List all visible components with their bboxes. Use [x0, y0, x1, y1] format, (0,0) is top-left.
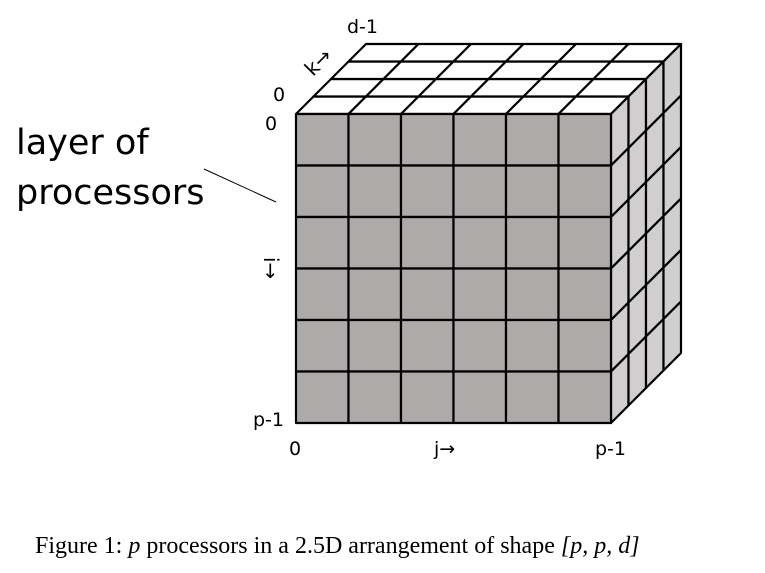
figure-caption: Figure 1: p processors in a 2.5D arrange…: [35, 533, 640, 559]
j-axis-arrow: j→: [433, 438, 455, 460]
processor-cell: [504, 215, 560, 270]
annotation-line-2: processors: [16, 173, 205, 213]
k-axis-arrow: k→: [300, 44, 337, 81]
processor-cell: [294, 164, 350, 219]
annotation-line-1: layer of: [16, 123, 149, 163]
annotation-pointer: [203, 168, 277, 203]
processor-cell: [557, 164, 613, 219]
processor-cell: [399, 370, 455, 425]
processor-cell: [399, 267, 455, 322]
processor-cell: [347, 215, 403, 270]
processor-cell: [504, 267, 560, 322]
processor-cell: [294, 112, 350, 167]
k-axis-end-label: d-1: [347, 16, 378, 38]
i-axis-end-label: p-1: [253, 409, 284, 431]
processor-cell: [557, 318, 613, 373]
processor-cell: [452, 267, 508, 322]
processor-cell: [347, 164, 403, 219]
processor-cell: [504, 164, 560, 219]
caption-middle: processors in a 2.5D arrangement of shap…: [140, 533, 561, 559]
processor-cell: [504, 112, 560, 167]
processor-cell: [347, 370, 403, 425]
processor-cell: [504, 370, 560, 425]
processor-cell: [557, 215, 613, 270]
side-layer-cell: [662, 300, 683, 372]
processor-cell: [347, 112, 403, 167]
processor-cell: [347, 267, 403, 322]
processor-cell: [399, 164, 455, 219]
processor-cell: [452, 112, 508, 167]
processor-cell: [557, 267, 613, 322]
processor-cell: [557, 370, 613, 425]
j-axis-zero-label: 0: [289, 438, 301, 460]
processor-cell: [452, 370, 508, 425]
processor-cell: [399, 112, 455, 167]
processor-cell: [294, 267, 350, 322]
processor-cell: [399, 215, 455, 270]
processor-cell: [347, 318, 403, 373]
j-axis-end-label: p-1: [595, 438, 626, 460]
processor-cube: [294, 42, 683, 425]
processor-cell: [504, 318, 560, 373]
caption-p: p: [126, 533, 140, 559]
processor-cell: [452, 318, 508, 373]
processor-cell: [294, 318, 350, 373]
k-axis-zero-label: 0: [273, 84, 285, 106]
i-axis-arrow: i→: [259, 257, 283, 279]
caption-shape: [p, p, d]: [561, 533, 640, 559]
processor-cell: [452, 164, 508, 219]
processor-cell: [399, 318, 455, 373]
processor-cell: [557, 112, 613, 167]
processor-cell: [294, 370, 350, 425]
processor-cell: [452, 215, 508, 270]
processor-cell: [294, 215, 350, 270]
caption-prefix: Figure 1:: [35, 533, 128, 559]
i-axis-zero-label: 0: [265, 113, 277, 135]
